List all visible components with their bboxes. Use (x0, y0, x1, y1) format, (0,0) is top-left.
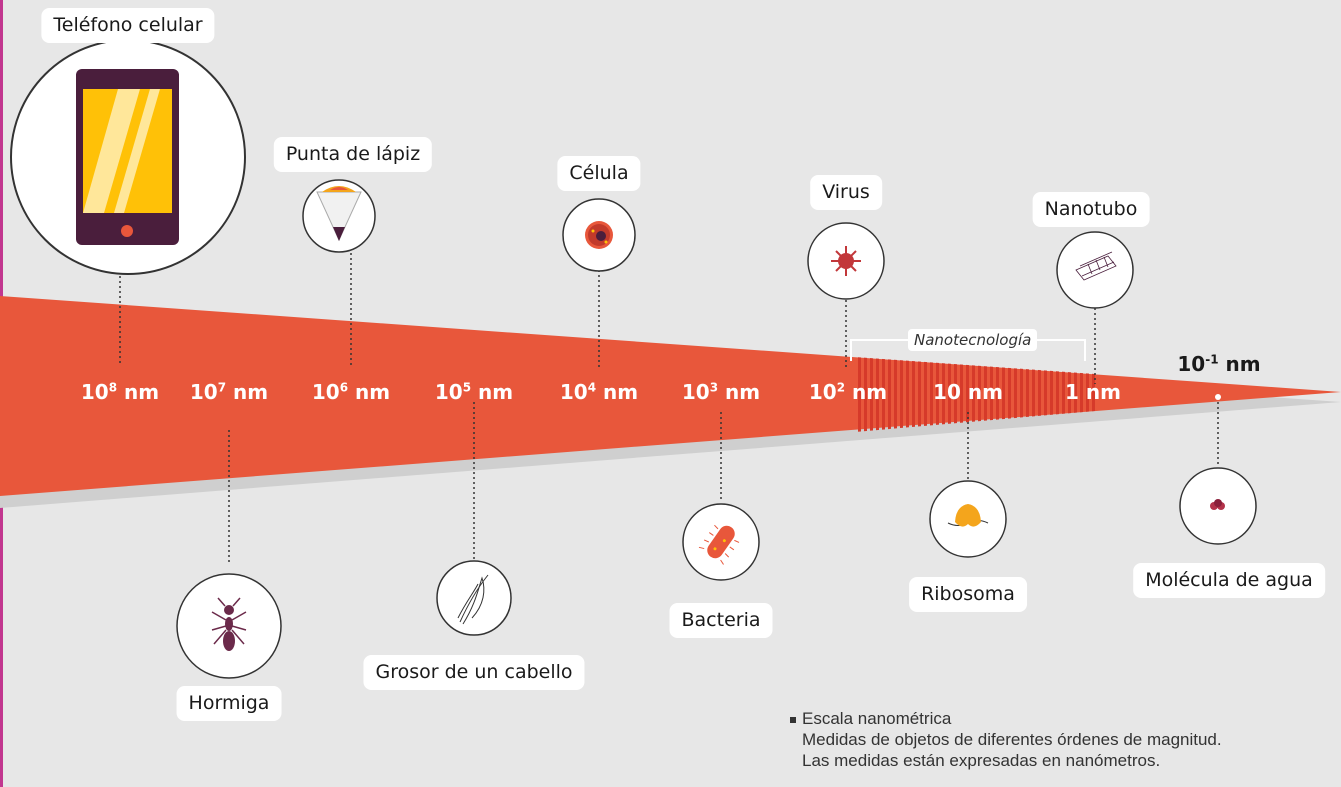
label-ant: Hormiga (176, 686, 282, 721)
scale-10-6: 106 nm (311, 380, 391, 404)
label-hair: Grosor de un cabello (363, 655, 585, 690)
cell-icon (562, 198, 636, 272)
ant-icon (176, 573, 282, 679)
virus-icon (807, 222, 885, 300)
scale-10: 10 nm (933, 380, 1003, 404)
note-line-1: Medidas de objetos de diferentes órdenes… (802, 730, 1222, 749)
label-phone: Teléfono celular (41, 8, 215, 43)
pencil-icon (302, 179, 376, 253)
note-title: Escala nanométrica (802, 709, 952, 728)
scale-10-5: 105 nm (434, 380, 514, 404)
label-water: Molécula de agua (1133, 563, 1325, 598)
note-line-2: Las medidas están expresadas en nanómetr… (802, 751, 1161, 770)
scale-10-2: 102 nm (808, 380, 888, 404)
label-pencil: Punta de lápiz (273, 137, 433, 172)
nanotech-label: Nanotecnología (908, 329, 1038, 351)
nanotech-region (855, 357, 1095, 432)
bacteria-icon (682, 503, 760, 581)
scale-wedge (0, 296, 1341, 496)
scale-10-minus-1: 10-1 nm (1177, 352, 1261, 376)
ribosome-icon (929, 480, 1007, 558)
caption-note: Escala nanométrica Medidas de objetos de… (790, 708, 1222, 771)
hair-icon (436, 560, 512, 636)
bullet-icon (790, 716, 796, 723)
water-point (1215, 394, 1221, 400)
water-molecule-icon (1179, 467, 1257, 545)
scale-10-3: 103 nm (681, 380, 761, 404)
nanotube-icon (1056, 231, 1134, 309)
label-nanotube: Nanotubo (1032, 192, 1150, 227)
scale-10-7: 107 nm (189, 380, 269, 404)
scale-1: 1 nm (1065, 380, 1121, 404)
label-bacteria: Bacteria (669, 603, 773, 638)
label-cell: Célula (557, 156, 641, 191)
scale-10-8: 108 nm (80, 380, 160, 404)
scale-10-4: 104 nm (559, 380, 639, 404)
label-virus: Virus (810, 175, 882, 210)
phone-icon (10, 39, 246, 275)
label-ribosome: Ribosoma (909, 577, 1027, 612)
